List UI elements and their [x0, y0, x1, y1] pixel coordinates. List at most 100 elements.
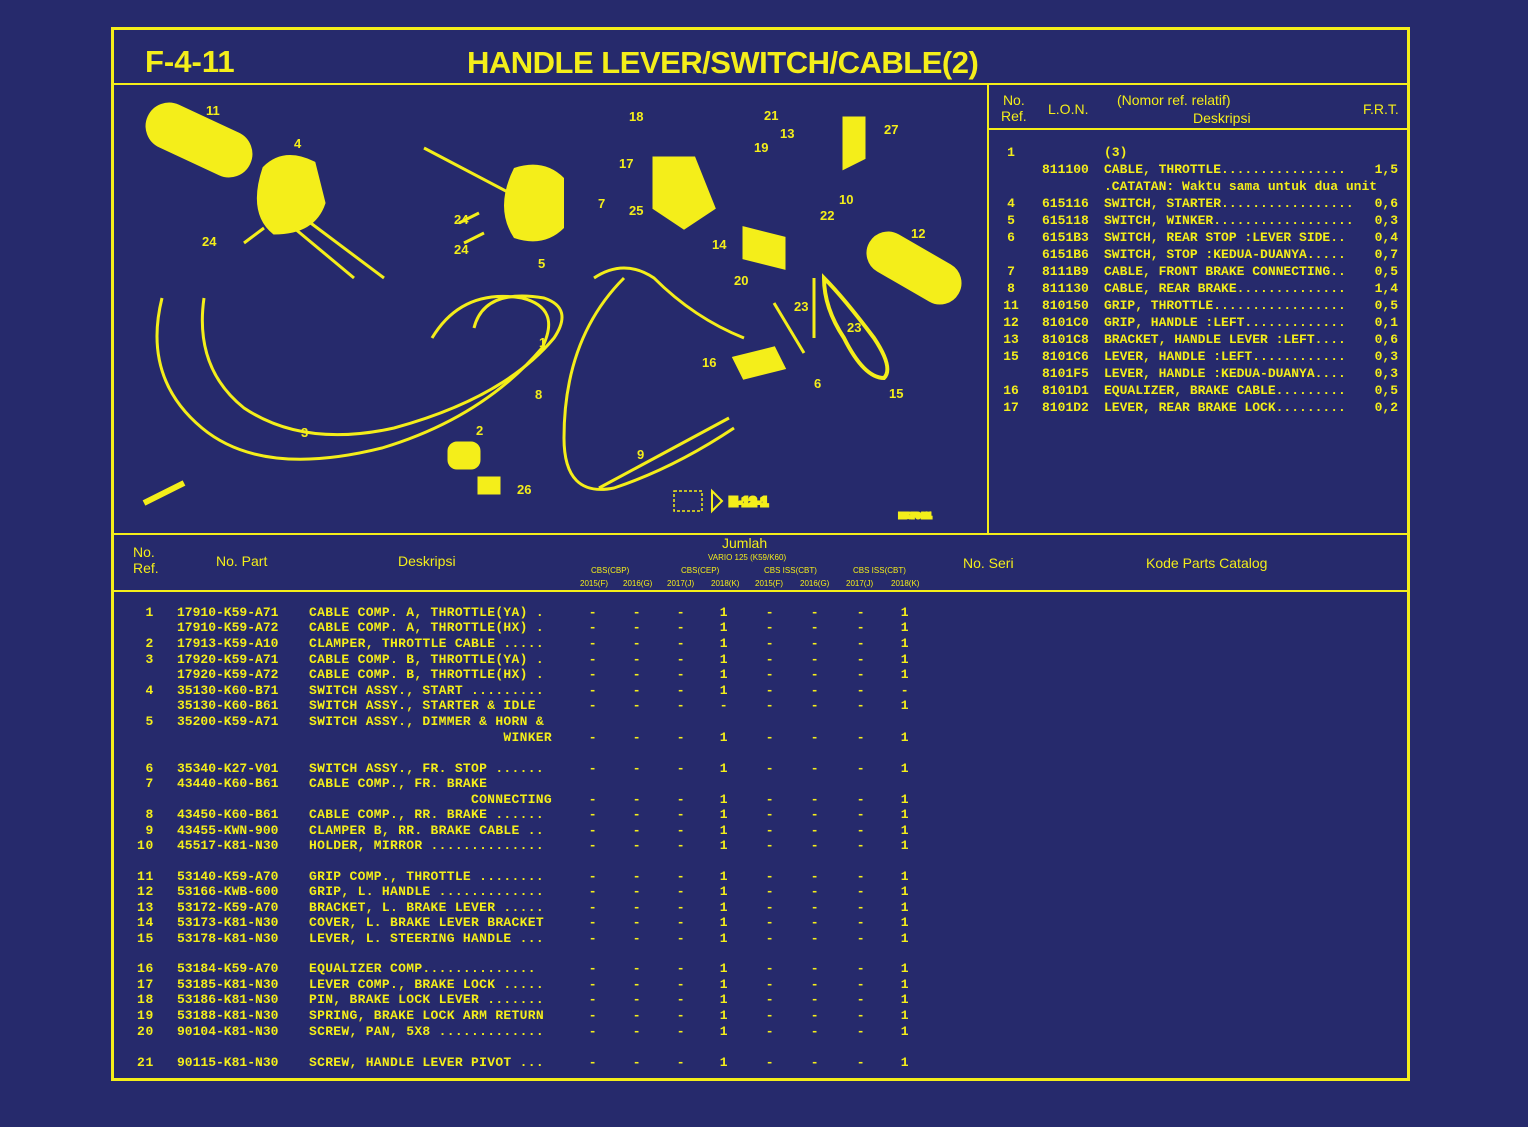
row-description: CABLE COMP. A, THROTTLE(HX) . — [309, 620, 544, 635]
row-ref: 17 — [136, 977, 154, 992]
frt-desc: GRIP, THROTTLE................. — [1104, 298, 1346, 313]
row-ref: 13 — [136, 900, 154, 915]
row-qty: - — [856, 977, 866, 992]
row-qty: - — [632, 652, 642, 667]
row-qty: - — [765, 992, 775, 1007]
row-qty: - — [588, 1055, 598, 1070]
row-qty: - — [588, 605, 598, 620]
frt-ref: 16 — [1003, 383, 1019, 398]
row-part-number: 53188-K81-N30 — [177, 1008, 279, 1023]
row-qty: - — [632, 823, 642, 838]
row-qty: - — [810, 884, 820, 899]
row-qty: - — [856, 620, 866, 635]
row-ref: 12 — [136, 884, 154, 899]
row-ref: 11 — [136, 869, 154, 884]
row-qty: 1 — [719, 869, 729, 884]
row-qty: - — [856, 1055, 866, 1070]
row-qty: - — [810, 667, 820, 682]
row-qty: - — [676, 838, 686, 853]
row-qty: - — [810, 992, 820, 1007]
row-qty: 1 — [719, 683, 729, 698]
year-label: 2015(F) — [755, 579, 784, 588]
callout-number: 22 — [820, 208, 834, 223]
row-qty: - — [588, 977, 598, 992]
row-description: CLAMPER, THROTTLE CABLE ..... — [309, 636, 544, 651]
row-qty: - — [765, 698, 775, 713]
row-qty: 1 — [900, 931, 910, 946]
row-qty: - — [632, 977, 642, 992]
row-qty: - — [719, 698, 729, 713]
frt-value: 0,5 — [1374, 383, 1398, 398]
frt-ref: 7 — [1007, 264, 1015, 279]
row-qty: - — [676, 667, 686, 682]
frt-value: 0,2 — [1374, 400, 1398, 415]
row-qty: 1 — [719, 636, 729, 651]
row-qty: - — [632, 992, 642, 1007]
row-description: SCREW, HANDLE LEVER PIVOT ... — [309, 1055, 544, 1070]
row-qty: - — [765, 1008, 775, 1023]
row-part-number: 53173-K81-N30 — [177, 915, 279, 930]
callout-number: 6 — [814, 376, 821, 391]
row-part-number: 17913-K59-A10 — [177, 636, 279, 651]
row-part-number: 53178-K81-N30 — [177, 931, 279, 946]
callout-number: 20 — [734, 273, 748, 288]
divider — [113, 590, 1409, 592]
frt-lon: 810150 — [1042, 298, 1089, 313]
row-qty: 1 — [900, 900, 910, 915]
row-qty: 1 — [900, 1024, 910, 1039]
row-part-number: 35200-K59-A71 — [177, 714, 279, 729]
row-description: CLAMPER B, RR. BRAKE CABLE .. — [309, 823, 544, 838]
frt-value: 0,3 — [1374, 213, 1398, 228]
row-qty: - — [856, 807, 866, 822]
row-qty: - — [632, 605, 642, 620]
row-qty: - — [676, 792, 686, 807]
row-qty: - — [856, 1024, 866, 1039]
frt-ref: 6 — [1007, 230, 1015, 245]
left-switch-housing — [423, 146, 564, 268]
callout-number: 26 — [517, 482, 531, 497]
row-description: CABLE COMP., RR. BRAKE ...... — [309, 807, 544, 822]
row-qty: 1 — [900, 636, 910, 651]
variant-label: CBS ISS(CBT) — [764, 566, 817, 575]
callout-number: 24 — [202, 234, 217, 249]
row-qty: - — [856, 683, 866, 698]
row-qty: - — [676, 915, 686, 930]
row-description: HOLDER, MIRROR .............. — [309, 838, 544, 853]
frt-lon: 8101C6 — [1042, 349, 1089, 364]
row-qty: - — [900, 683, 910, 698]
row-part-number: 43450-K60-B61 — [177, 807, 279, 822]
row-qty: 1 — [719, 838, 729, 853]
row-qty: 1 — [900, 869, 910, 884]
row-part-number: 35130-K60-B61 — [177, 698, 279, 713]
callout-number: 27 — [884, 122, 898, 137]
row-qty: 1 — [719, 931, 729, 946]
row-qty: - — [810, 961, 820, 976]
row-qty: - — [765, 1055, 775, 1070]
callout-number: 19 — [754, 140, 768, 155]
divider — [989, 128, 1409, 130]
row-qty: - — [765, 792, 775, 807]
row-description: SWITCH ASSY., FR. STOP ...... — [309, 761, 544, 776]
row-qty: - — [676, 807, 686, 822]
row-part-number: 53172-K59-A70 — [177, 900, 279, 915]
rear-brake-cable — [562, 266, 745, 491]
row-qty: - — [810, 620, 820, 635]
row-ref: 18 — [136, 992, 154, 1007]
row-qty: 1 — [900, 915, 910, 930]
row-qty: 1 — [900, 977, 910, 992]
row-qty: - — [810, 792, 820, 807]
row-qty: - — [588, 1024, 598, 1039]
frt-desc: CABLE, FRONT BRAKE CONNECTING.. — [1104, 264, 1346, 279]
row-qty: - — [588, 961, 598, 976]
row-qty: - — [588, 992, 598, 1007]
row-qty: - — [856, 667, 866, 682]
row-qty: - — [676, 698, 686, 713]
variant-label: CBS(CEP) — [681, 566, 720, 575]
frt-value: 0,5 — [1374, 298, 1398, 313]
row-qty: - — [765, 761, 775, 776]
row-qty: - — [632, 667, 642, 682]
frt-value: 0,1 — [1374, 315, 1398, 330]
frt-desc: SWITCH, STOP :KEDUA-DUANYA..... — [1104, 247, 1346, 262]
row-qty: - — [676, 884, 686, 899]
parts-header-part: No. Part — [216, 553, 268, 569]
